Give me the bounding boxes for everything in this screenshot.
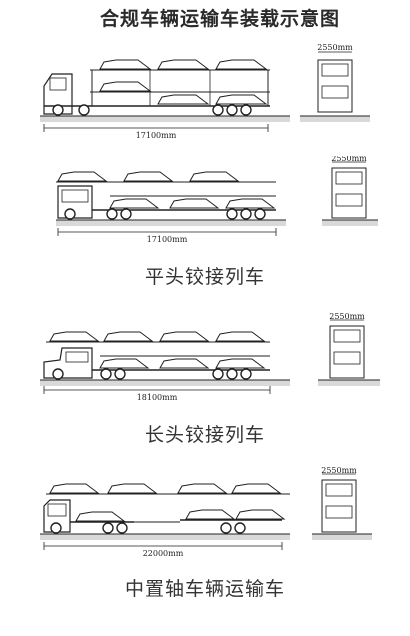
- ground-strip: [322, 220, 378, 226]
- page-title: 合规车辆运输车装载示意图: [99, 8, 340, 30]
- truck-diagram-3: 18100mm 2550mm: [40, 312, 380, 402]
- wheel: [240, 368, 252, 380]
- car: [159, 358, 210, 369]
- car: [215, 59, 268, 70]
- car: [215, 94, 268, 105]
- width-label: 2550mm: [321, 466, 357, 475]
- car: [159, 331, 210, 342]
- car: [75, 511, 126, 522]
- car: [103, 331, 154, 342]
- width-label: 2550mm: [317, 43, 353, 52]
- length-label: 18100mm: [137, 393, 178, 402]
- cab-window: [61, 189, 89, 203]
- truck-diagram-1: 17100mm 2550mm: [40, 43, 370, 140]
- caption-flat-head: 平头铰接列车: [144, 266, 265, 288]
- length-label: 17100mm: [147, 235, 188, 244]
- width-label: 2550mm: [331, 156, 367, 163]
- truck-diagram-2: 17100mm 2550mm: [56, 156, 378, 244]
- wheel: [50, 522, 62, 534]
- wheel: [240, 104, 252, 116]
- wheel: [64, 208, 76, 220]
- car: [177, 483, 228, 494]
- car: [99, 59, 152, 70]
- rear-car: [335, 171, 363, 185]
- wheel: [254, 208, 266, 220]
- cab-window: [47, 503, 67, 517]
- car: [49, 331, 100, 342]
- wheel: [102, 522, 114, 534]
- ground-strip: [318, 380, 380, 386]
- car: [215, 331, 266, 342]
- car: [99, 81, 152, 92]
- car: [49, 483, 100, 494]
- wheel: [114, 368, 126, 380]
- ground-strip: [40, 534, 290, 540]
- rear-car: [333, 351, 361, 365]
- wheel: [226, 104, 238, 116]
- diagram-long-head: 18100mm 2550mm: [0, 312, 410, 402]
- car: [107, 483, 158, 494]
- rear-car: [335, 193, 363, 207]
- wheel: [52, 104, 64, 116]
- wheel: [116, 522, 128, 534]
- ground-strip: [40, 380, 290, 386]
- wheel: [78, 104, 90, 116]
- ground-strip: [40, 116, 290, 122]
- wheel: [120, 208, 132, 220]
- car: [99, 358, 150, 369]
- car: [185, 509, 236, 520]
- car: [215, 358, 266, 369]
- car: [225, 198, 276, 209]
- ground-strip: [312, 534, 372, 540]
- car: [123, 171, 174, 182]
- wheel: [220, 522, 232, 534]
- caption-long-head: 长头铰接列车: [144, 424, 265, 446]
- wheel: [234, 522, 246, 534]
- car: [57, 171, 108, 182]
- rear-car: [333, 329, 361, 343]
- rear-car: [321, 63, 349, 77]
- rear-car: [321, 85, 349, 99]
- diagram-flat-head-1: 17100mm 2550mm: [0, 42, 410, 142]
- wheel: [226, 208, 238, 220]
- width-label: 2550mm: [329, 312, 365, 321]
- wheel: [52, 368, 64, 380]
- diagram-flat-head-2: 17100mm 2550mm: [0, 156, 410, 246]
- wheel: [240, 208, 252, 220]
- car: [157, 59, 210, 70]
- rear-car: [325, 483, 353, 497]
- wheel: [100, 368, 112, 380]
- ground-strip: [56, 220, 286, 226]
- ground-strip: [300, 116, 370, 122]
- diagram-center-axle: 22000mm 2550mm: [0, 466, 410, 562]
- car: [109, 198, 160, 209]
- wheel: [106, 208, 118, 220]
- wheel: [226, 368, 238, 380]
- car: [157, 94, 210, 105]
- cab-window: [49, 77, 67, 91]
- car: [169, 198, 220, 209]
- truck-diagram-4: 22000mm 2550mm: [40, 466, 372, 558]
- cab-window: [65, 351, 89, 363]
- car: [231, 483, 282, 494]
- rear-car: [325, 505, 353, 519]
- length-label: 17100mm: [136, 131, 177, 140]
- car: [189, 171, 240, 182]
- wheel: [212, 104, 224, 116]
- car: [235, 509, 286, 520]
- wheel: [212, 368, 224, 380]
- caption-center-axle: 中置轴车辆运输车: [124, 578, 285, 600]
- length-label: 22000mm: [143, 549, 184, 558]
